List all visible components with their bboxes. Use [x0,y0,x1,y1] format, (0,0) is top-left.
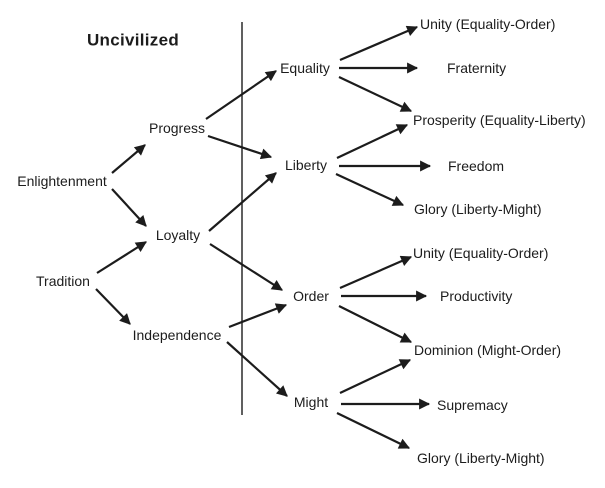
node-unity-equality-order-top: Unity (Equality-Order) [420,16,556,32]
node-freedom: Freedom [448,158,505,174]
node-equality: Equality [280,60,330,76]
arrow-tradition-loyalty [96,241,147,274]
arrow-progress-equality [205,70,277,120]
arrow-liberty-prosperity [336,124,408,159]
node-supremacy: Supremacy [437,397,508,413]
node-enlightenment: Enlightenment [17,173,107,189]
arrow-liberty-glory [335,173,404,206]
arrow-equality-prosperity [338,76,412,112]
arrow-order-unity [339,255,413,290]
arrow-might-glory [336,412,410,449]
arrow-might-dominion [339,359,411,394]
arrow-independence-order [228,303,288,329]
diagram-title: Uncivilized [86,30,180,50]
arrow-enlightenment-progress [111,144,146,174]
arrow-order-dominion [338,305,412,343]
arrow-independence-might [226,341,288,397]
node-unity-equality-order-bottom: Unity (Equality-Order) [413,245,549,261]
node-prosperity-equality-liberty: Prosperity (Equality-Liberty) [413,112,586,128]
arrow-equality-unity [339,25,419,62]
arrow-progress-liberty [207,134,273,160]
arrow-enlightenment-loyalty [111,188,147,227]
node-tradition: Tradition [36,273,90,289]
node-liberty: Liberty [284,157,328,173]
arrow-loyalty-order [209,243,283,291]
node-loyalty: Loyalty [155,227,201,243]
node-order: Order [293,288,329,304]
node-glory-liberty-might-bottom: Glory (Liberty-Might) [417,450,545,466]
arrow-tradition-independence [95,288,131,325]
node-dominion-might-order: Dominion (Might-Order) [414,342,562,358]
node-might: Might [293,394,329,410]
node-progress: Progress [148,120,206,136]
node-glory-liberty-might-top: Glory (Liberty-Might) [414,201,542,217]
node-independence: Independence [132,327,222,343]
node-productivity: Productivity [440,288,513,304]
node-fraternity: Fraternity [447,60,507,76]
arrow-loyalty-liberty [208,172,277,232]
